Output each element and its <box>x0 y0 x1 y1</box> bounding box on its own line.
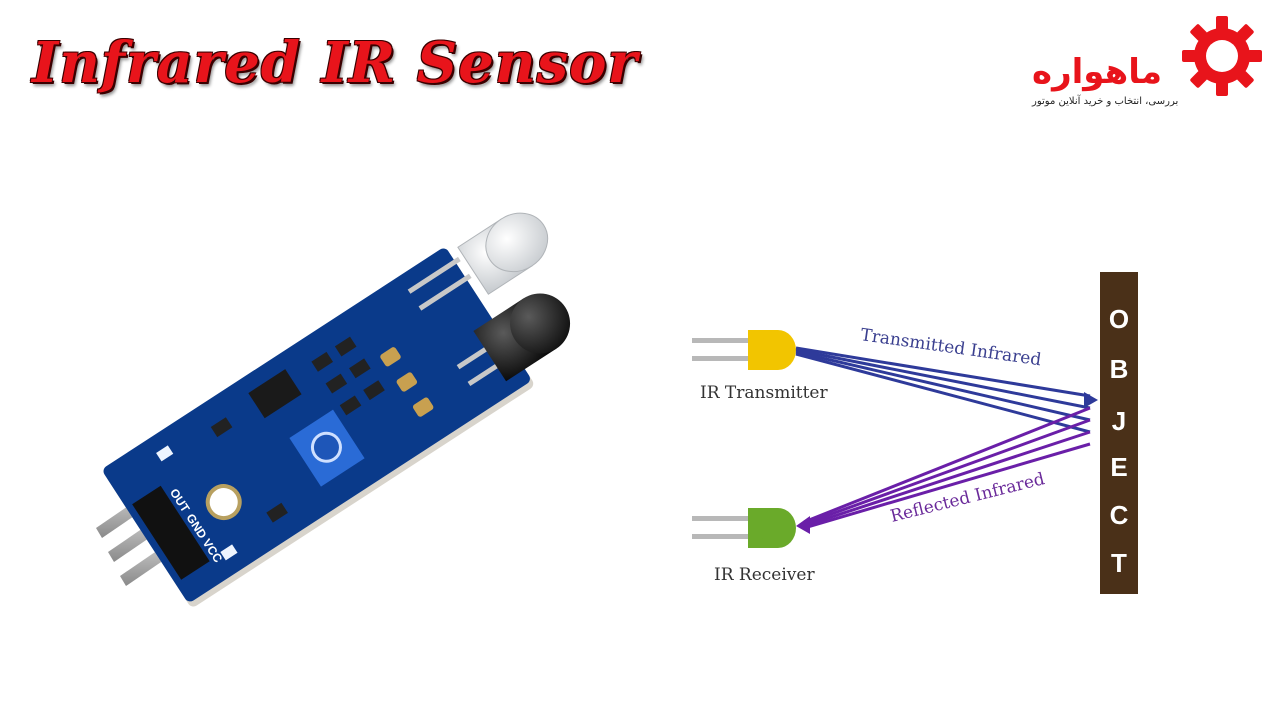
object-letter-j: J <box>1112 406 1126 436</box>
object-letter-o: O <box>1109 304 1129 334</box>
object-letter-t: T <box>1111 548 1127 578</box>
object-letter-e: E <box>1110 452 1127 482</box>
receiver-label: IR Receiver <box>714 565 815 585</box>
transmitted-arrowhead <box>1084 392 1098 408</box>
transmitter-label: IR Transmitter <box>700 383 828 403</box>
object-letter-b: B <box>1110 354 1129 384</box>
ir-working-diagram: IR Transmitter IR Receiver Transmitted I… <box>692 272 1138 594</box>
page-title: Infrared IR Sensor <box>32 30 638 96</box>
reflected-arrowhead <box>796 516 810 534</box>
ir-receiver-icon <box>692 508 796 548</box>
ir-sensor-module: OUT GND VCC <box>96 212 571 607</box>
gear-icon <box>1182 16 1262 96</box>
ir-receiver-photodiode <box>473 293 571 382</box>
logo-name: ماهواره <box>1032 52 1163 92</box>
ir-emitter-led <box>457 212 549 295</box>
brand-logo: ماهواره بررسی، انتخاب و خرید آنلاین موتو… <box>1020 12 1270 112</box>
transmitted-rays <box>795 346 1091 434</box>
logo-tagline: بررسی، انتخاب و خرید آنلاین موتور <box>1032 96 1179 107</box>
object-bar <box>1100 272 1138 594</box>
object-letter-c: C <box>1110 500 1129 530</box>
ir-transmitter-icon <box>692 330 796 370</box>
reflected-rays <box>803 406 1091 530</box>
